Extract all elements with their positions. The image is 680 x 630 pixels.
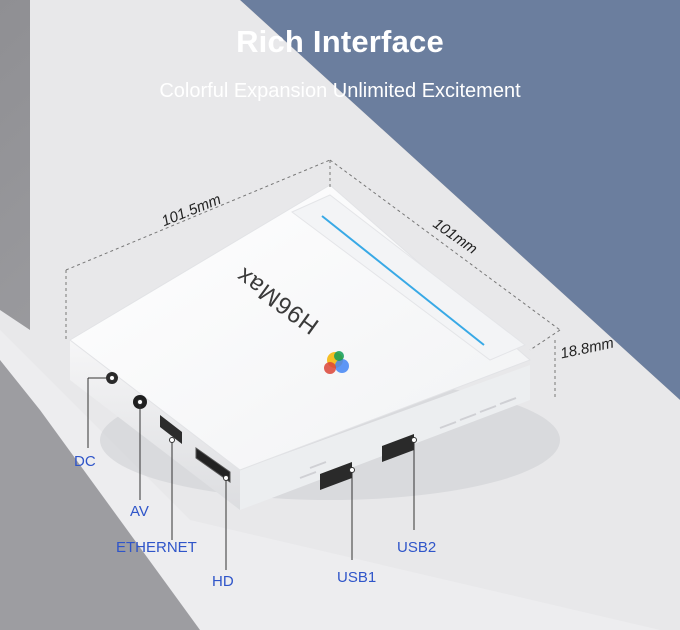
port-label-hd: HD xyxy=(212,573,234,590)
usb1-port xyxy=(320,462,352,490)
brand-logo-icon xyxy=(324,351,349,374)
floor-shadow-left xyxy=(0,360,200,630)
device-recess xyxy=(291,194,526,361)
floor-foreground xyxy=(0,330,660,630)
led-strip xyxy=(321,215,485,346)
port-label-av: AV xyxy=(130,503,149,520)
page-title: Rich Interface xyxy=(236,24,444,59)
hd-port xyxy=(195,447,231,483)
page-subtitle: Colorful Expansion Unlimited Excitement xyxy=(159,80,521,102)
port-label-usb2: USB2 xyxy=(397,539,437,556)
port-label-dc: DC xyxy=(74,453,96,470)
side-vents xyxy=(299,397,517,479)
port-leaders xyxy=(87,377,415,570)
ethernet-port xyxy=(160,415,182,444)
port-leader-dots xyxy=(109,375,417,481)
dimension-lines xyxy=(65,159,561,400)
usb2-port xyxy=(382,434,414,462)
port-label-usb1: USB1 xyxy=(337,569,377,586)
port-label-ethernet: ETHERNET xyxy=(116,539,197,556)
device-top xyxy=(69,184,531,471)
